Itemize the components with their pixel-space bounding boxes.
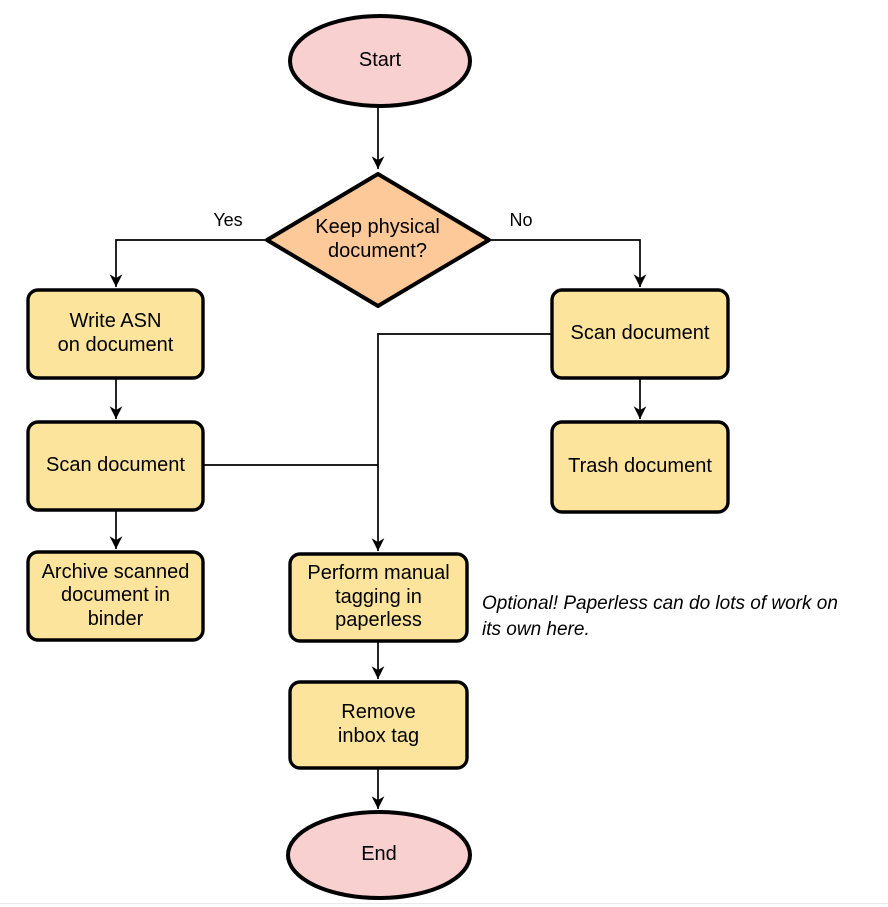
decision-diamond-shape xyxy=(265,172,491,308)
end-node-shape xyxy=(286,810,472,900)
tagging-node-shape xyxy=(288,552,469,643)
optional-note-text: Optional! Paperless can do lots of work … xyxy=(482,593,838,641)
edge-decision-no-to-scan-right xyxy=(491,239,647,287)
edge-label-yes: Yes xyxy=(213,210,243,230)
scan-left-node-shape xyxy=(26,420,205,512)
bottom-divider-line xyxy=(0,903,888,904)
archive-node-shape xyxy=(26,550,205,642)
scan-right-node-shape xyxy=(550,288,730,380)
trash-node-shape xyxy=(550,420,730,514)
edge-label-no: No xyxy=(509,210,533,230)
remove-tag-node-shape xyxy=(288,680,469,770)
edge-decision-yes-to-write-asn xyxy=(109,239,265,287)
start-node-shape xyxy=(288,14,472,108)
edge-scan-right-to-tagging xyxy=(371,333,552,551)
write-asn-node-shape xyxy=(26,288,205,380)
